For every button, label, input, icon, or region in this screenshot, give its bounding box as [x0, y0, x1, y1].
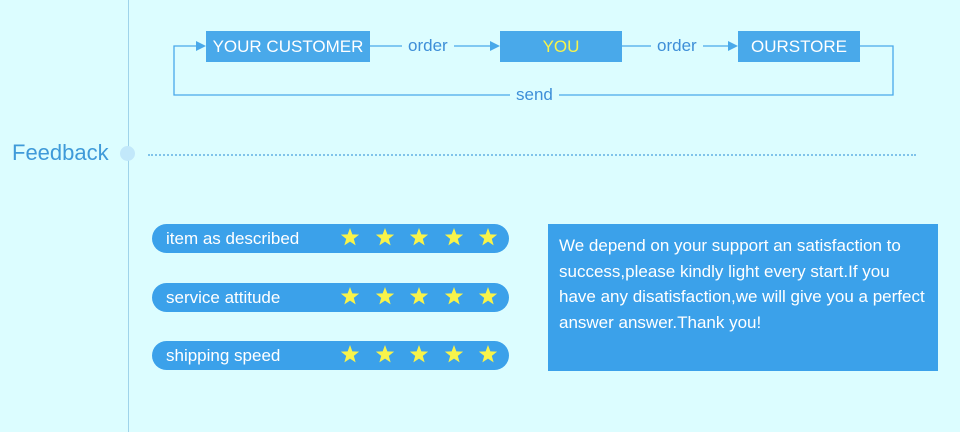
star-icon: [444, 287, 463, 305]
order-label-1: order: [402, 36, 454, 56]
star-icon: [375, 228, 394, 246]
feedback-message: We depend on your support an satisfactio…: [548, 224, 938, 371]
order-label-2: order: [651, 36, 703, 56]
star-rating: [340, 286, 500, 308]
star-icon: [444, 345, 463, 363]
star-icon: [375, 345, 394, 363]
star-icon: [478, 345, 498, 363]
timeline-line: [128, 0, 129, 432]
timeline-dot: [120, 146, 135, 161]
rating-label: item as described: [166, 229, 300, 248]
star-icon: [375, 287, 394, 305]
rating-service-attitude: service attitude: [152, 283, 509, 312]
rating-shipping-speed: shipping speed: [152, 341, 509, 370]
star-icon: [340, 345, 360, 363]
star-icon: [444, 228, 463, 246]
star-icon: [409, 345, 429, 363]
arrowhead-customer: [196, 41, 206, 51]
star-icon: [340, 228, 360, 246]
dotted-divider: [148, 154, 916, 156]
order-flow-diagram: YOUR CUSTOMER YOU OURSTORE order order s…: [0, 0, 960, 120]
our-store-box: OURSTORE: [738, 31, 860, 62]
rating-item-as-described: item as described: [152, 224, 509, 253]
star-icon: [478, 228, 498, 246]
arrowhead-store: [728, 41, 738, 51]
star-rating: [340, 227, 500, 249]
feedback-title: Feedback: [12, 140, 109, 165]
rating-label: service attitude: [166, 288, 281, 307]
arrowhead-you: [490, 41, 500, 51]
star-icon: [340, 287, 360, 305]
you-box: YOU: [500, 31, 622, 62]
send-label: send: [510, 85, 559, 105]
star-icon: [478, 287, 498, 305]
star-icon: [409, 228, 429, 246]
rating-label: shipping speed: [166, 346, 281, 365]
star-icon: [409, 287, 429, 305]
your-customer-box: YOUR CUSTOMER: [206, 31, 370, 62]
star-rating: [340, 344, 500, 366]
